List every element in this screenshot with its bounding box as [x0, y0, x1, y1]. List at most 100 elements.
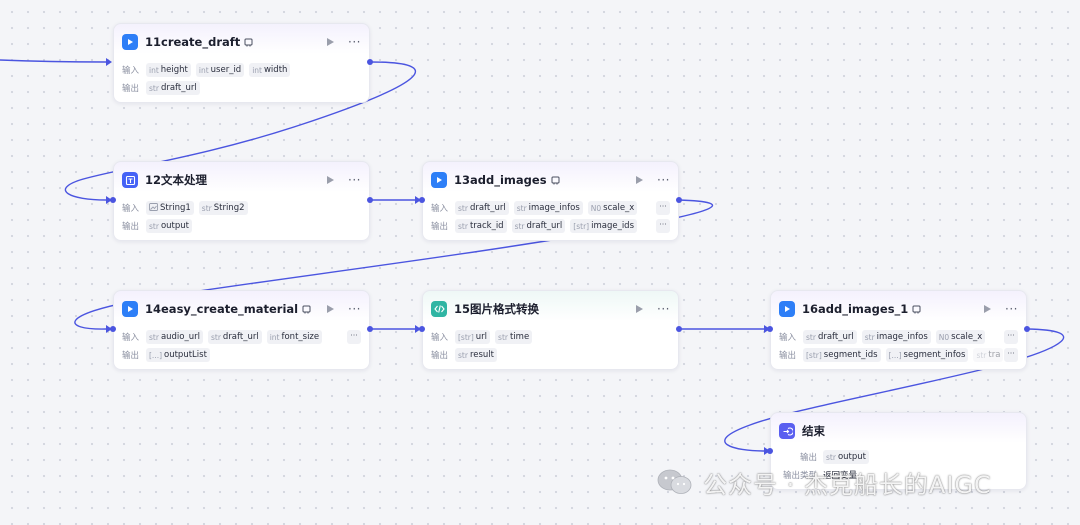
bookmark-icon [551, 176, 560, 185]
image-type-icon [149, 203, 158, 213]
more-params-button[interactable]: ··· [656, 201, 670, 215]
watermark-text: 公众号 · 杰克船长的AIGC [703, 470, 992, 499]
run-node-button[interactable] [635, 304, 645, 314]
output-port[interactable] [676, 197, 682, 203]
more-params-button[interactable]: ··· [1004, 348, 1018, 362]
more-options-button[interactable]: ··· [657, 173, 670, 187]
run-node-button[interactable] [326, 304, 336, 314]
node-title: 15图片格式转换 [454, 302, 540, 316]
node-title: 14easy_create_material [145, 302, 299, 316]
input-port[interactable] [767, 448, 773, 454]
output-port[interactable] [367, 197, 373, 203]
bookmark-icon [912, 305, 921, 314]
param-chip: [...]segment_infos [885, 348, 969, 362]
wechat-logo-icon [657, 469, 692, 494]
plugin-play-icon [122, 34, 138, 50]
node-title: 16add_images_1 [802, 302, 909, 316]
more-options-button[interactable]: ··· [657, 302, 670, 316]
arrowhead-14 [106, 325, 112, 333]
bookmark-icon [302, 305, 311, 314]
param-chip: [str]segment_ids [803, 348, 881, 362]
more-params-button[interactable]: ··· [656, 219, 670, 233]
output-type-value: 返回变量 [823, 471, 858, 481]
run-node-button[interactable] [326, 175, 336, 185]
param-chip: [str]url [455, 330, 491, 344]
output-port[interactable] [367, 326, 373, 332]
arrowhead-15 [415, 325, 421, 333]
text-processing-icon [122, 172, 138, 188]
node-output-row: 输出 [str]segment_ids [...]segment_infos s… [779, 348, 1018, 362]
end-icon [779, 423, 795, 439]
run-node-button[interactable] [326, 37, 336, 47]
input-port[interactable] [767, 326, 773, 332]
more-options-button[interactable]: ··· [348, 35, 361, 49]
node-title: 结束 [802, 424, 825, 438]
arrowhead-12 [106, 196, 112, 204]
node-title: 12文本处理 [145, 173, 208, 187]
output-port[interactable] [367, 59, 373, 65]
output-port[interactable] [676, 326, 682, 332]
plugin-play-icon [431, 172, 447, 188]
output-port[interactable] [1024, 326, 1030, 332]
more-options-button[interactable]: ··· [348, 173, 361, 187]
run-node-button[interactable] [983, 304, 993, 314]
more-options-button[interactable]: ··· [1005, 302, 1018, 316]
more-params-button[interactable]: ··· [1004, 330, 1018, 344]
edge-13-to-14 [74, 199, 713, 330]
node-output-row: 输出 [...]outputList [122, 348, 361, 362]
arrowhead-13 [415, 196, 421, 204]
code-icon [431, 301, 447, 317]
input-port[interactable] [419, 326, 425, 332]
arrowhead-11 [106, 58, 112, 66]
input-port[interactable] [110, 326, 116, 332]
input-port[interactable] [419, 197, 425, 203]
param-chip: [str]image_ids [570, 219, 638, 233]
param-chip: [...]outputList [146, 348, 210, 362]
run-node-button[interactable] [635, 175, 645, 185]
edge-incoming-to-11 [0, 59, 107, 63]
more-params-button[interactable]: ··· [347, 330, 361, 344]
more-options-button[interactable]: ··· [348, 302, 361, 316]
plugin-play-icon [779, 301, 795, 317]
plugin-play-icon [122, 301, 138, 317]
edge-11-to-12 [64, 61, 417, 201]
input-port[interactable] [110, 197, 116, 203]
